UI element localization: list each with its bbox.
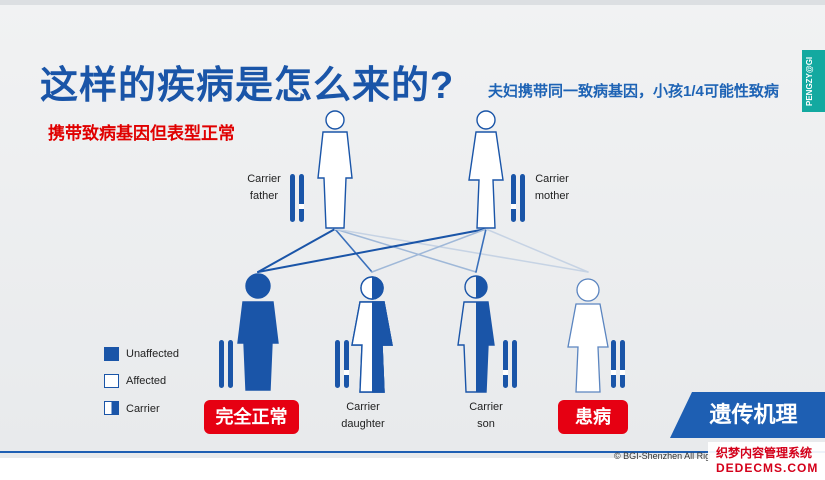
child-carrier-daughter-label: Carrier daughter — [341, 401, 385, 430]
child-carrier-son-figure — [457, 275, 495, 393]
legend-swatch-affected — [104, 374, 119, 388]
chromosome-child2 — [335, 340, 349, 388]
line-mother-child3 — [475, 228, 487, 273]
line-mother-child2 — [371, 228, 487, 273]
child-unaffected-figure — [237, 273, 279, 391]
mechanism-banner: 遗传机理 — [670, 392, 825, 438]
chromosome-child4 — [611, 340, 625, 388]
brand-tab: PENGZY@GI — [802, 50, 825, 112]
line-father-child1 — [257, 228, 336, 273]
chromosome-father — [290, 174, 304, 222]
watermark-line1: 织梦内容管理系统 — [716, 446, 813, 460]
father-figure — [317, 110, 353, 229]
slide-subtitle: 夫妇携带同一致病基因，小孩1/4可能性致病 — [488, 83, 779, 100]
chromosome-child1 — [219, 340, 233, 388]
top-strip — [0, 0, 825, 5]
line-father-child2 — [334, 228, 373, 273]
legend-label-carrier: Carrier — [126, 403, 160, 415]
mother-label: Carrier mother — [534, 173, 570, 202]
child-carrier-son-label: Carrier son — [469, 401, 503, 430]
chromosome-child3 — [503, 340, 517, 388]
connection-lines — [257, 228, 589, 273]
watermark-line2: DEDECMS.COM — [716, 461, 819, 475]
child-affected-figure — [567, 278, 609, 393]
inheritance-diagram — [219, 110, 625, 393]
line-mother-child4 — [485, 228, 589, 273]
footer-line — [0, 451, 825, 453]
carrier-note: 携带致病基因但表型正常 — [48, 124, 235, 143]
child-affected-badge: 患病 — [558, 400, 628, 434]
legend-label-affected: Affected — [126, 375, 167, 387]
legend-swatch-carrier — [104, 401, 119, 415]
father-label: Carrier father — [247, 173, 281, 202]
footer-copyright: © BGI-Shenzhen All Rig — [614, 451, 711, 461]
legend-swatch-unaffected — [104, 347, 119, 361]
slide-background — [0, 0, 825, 458]
chromosome-mother — [511, 174, 525, 222]
watermark-box — [708, 442, 825, 480]
child-normal-badge: 完全正常 — [204, 400, 299, 434]
legend-label-unaffected: Unaffected — [126, 348, 180, 360]
child-carrier-daughter-figure — [351, 276, 393, 393]
line-father-child3 — [334, 228, 477, 273]
mother-figure — [468, 110, 504, 229]
line-mother-child1 — [257, 228, 487, 273]
line-father-child4 — [334, 228, 589, 273]
slide-title: 这样的疾病是怎么来的? — [40, 65, 455, 107]
